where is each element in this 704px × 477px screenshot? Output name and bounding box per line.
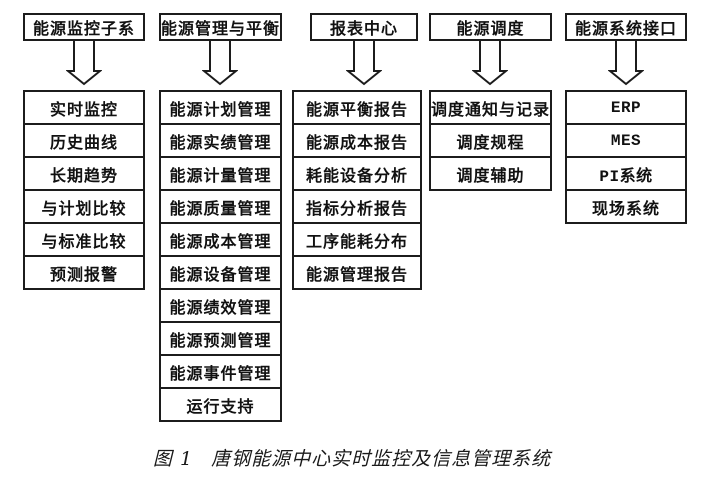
diagram-node: 历史曲线 bbox=[23, 123, 145, 158]
column-stack-management-balance: 能源计划管理 能源实绩管理 能源计量管理 能源质量管理 能源成本管理 能源设备管… bbox=[159, 90, 282, 422]
diagram-node: 工序能耗分布 bbox=[292, 222, 422, 257]
diagram-node: 能源成本报告 bbox=[292, 123, 422, 158]
diagram-node: PI系统 bbox=[565, 156, 687, 191]
diagram-node: 能源预测管理 bbox=[159, 321, 282, 356]
diagram-node: 能源管理报告 bbox=[292, 255, 422, 290]
column-header-monitoring: 能源监控子系 bbox=[23, 13, 145, 41]
figure-caption-title: 唐钢能源中心实时监控及信息管理系统 bbox=[211, 448, 552, 470]
diagram-node: 能源事件管理 bbox=[159, 354, 282, 389]
diagram-node: 长期趋势 bbox=[23, 156, 145, 191]
diagram-node: 调度规程 bbox=[429, 123, 552, 158]
diagram-node: MES bbox=[565, 123, 687, 158]
down-arrow-icon bbox=[66, 39, 102, 86]
figure-caption-label: 图 1 bbox=[152, 448, 194, 470]
down-arrow-icon bbox=[202, 39, 238, 86]
figure-caption: 图 1 唐钢能源中心实时监控及信息管理系统 bbox=[0, 444, 704, 471]
down-arrow-icon bbox=[346, 39, 382, 86]
diagram-node: 耗能设备分析 bbox=[292, 156, 422, 191]
down-arrow-icon bbox=[608, 39, 644, 86]
diagram-node: 现场系统 bbox=[565, 189, 687, 224]
column-header-dispatch: 能源调度 bbox=[429, 13, 552, 41]
column-stack-system-interface: ERP MES PI系统 现场系统 bbox=[565, 90, 687, 224]
diagram-node: 能源实绩管理 bbox=[159, 123, 282, 158]
diagram-node: 实时监控 bbox=[23, 90, 145, 125]
diagram-node: 能源设备管理 bbox=[159, 255, 282, 290]
column-stack-monitoring: 实时监控 历史曲线 长期趋势 与计划比较 与标准比较 预测报警 bbox=[23, 90, 145, 290]
diagram-node: 运行支持 bbox=[159, 387, 282, 422]
diagram-node: 调度辅助 bbox=[429, 156, 552, 191]
diagram-node: 能源平衡报告 bbox=[292, 90, 422, 125]
column-stack-dispatch: 调度通知与记录 调度规程 调度辅助 bbox=[429, 90, 552, 191]
diagram-node: 能源质量管理 bbox=[159, 189, 282, 224]
diagram-node: 能源计量管理 bbox=[159, 156, 282, 191]
column-header-report-center: 报表中心 bbox=[310, 13, 418, 41]
diagram-node: ERP bbox=[565, 90, 687, 125]
column-stack-report-center: 能源平衡报告 能源成本报告 耗能设备分析 指标分析报告 工序能耗分布 能源管理报… bbox=[292, 90, 422, 290]
diagram-node: 预测报警 bbox=[23, 255, 145, 290]
diagram-node: 指标分析报告 bbox=[292, 189, 422, 224]
down-arrow-icon bbox=[472, 39, 508, 86]
diagram-node: 调度通知与记录 bbox=[429, 90, 552, 125]
column-header-management-balance: 能源管理与平衡 bbox=[159, 13, 282, 41]
diagram-node: 与标准比较 bbox=[23, 222, 145, 257]
diagram-node: 能源计划管理 bbox=[159, 90, 282, 125]
diagram-node: 能源成本管理 bbox=[159, 222, 282, 257]
diagram-node: 与计划比较 bbox=[23, 189, 145, 224]
column-header-system-interface: 能源系统接口 bbox=[565, 13, 687, 41]
diagram-node: 能源绩效管理 bbox=[159, 288, 282, 323]
